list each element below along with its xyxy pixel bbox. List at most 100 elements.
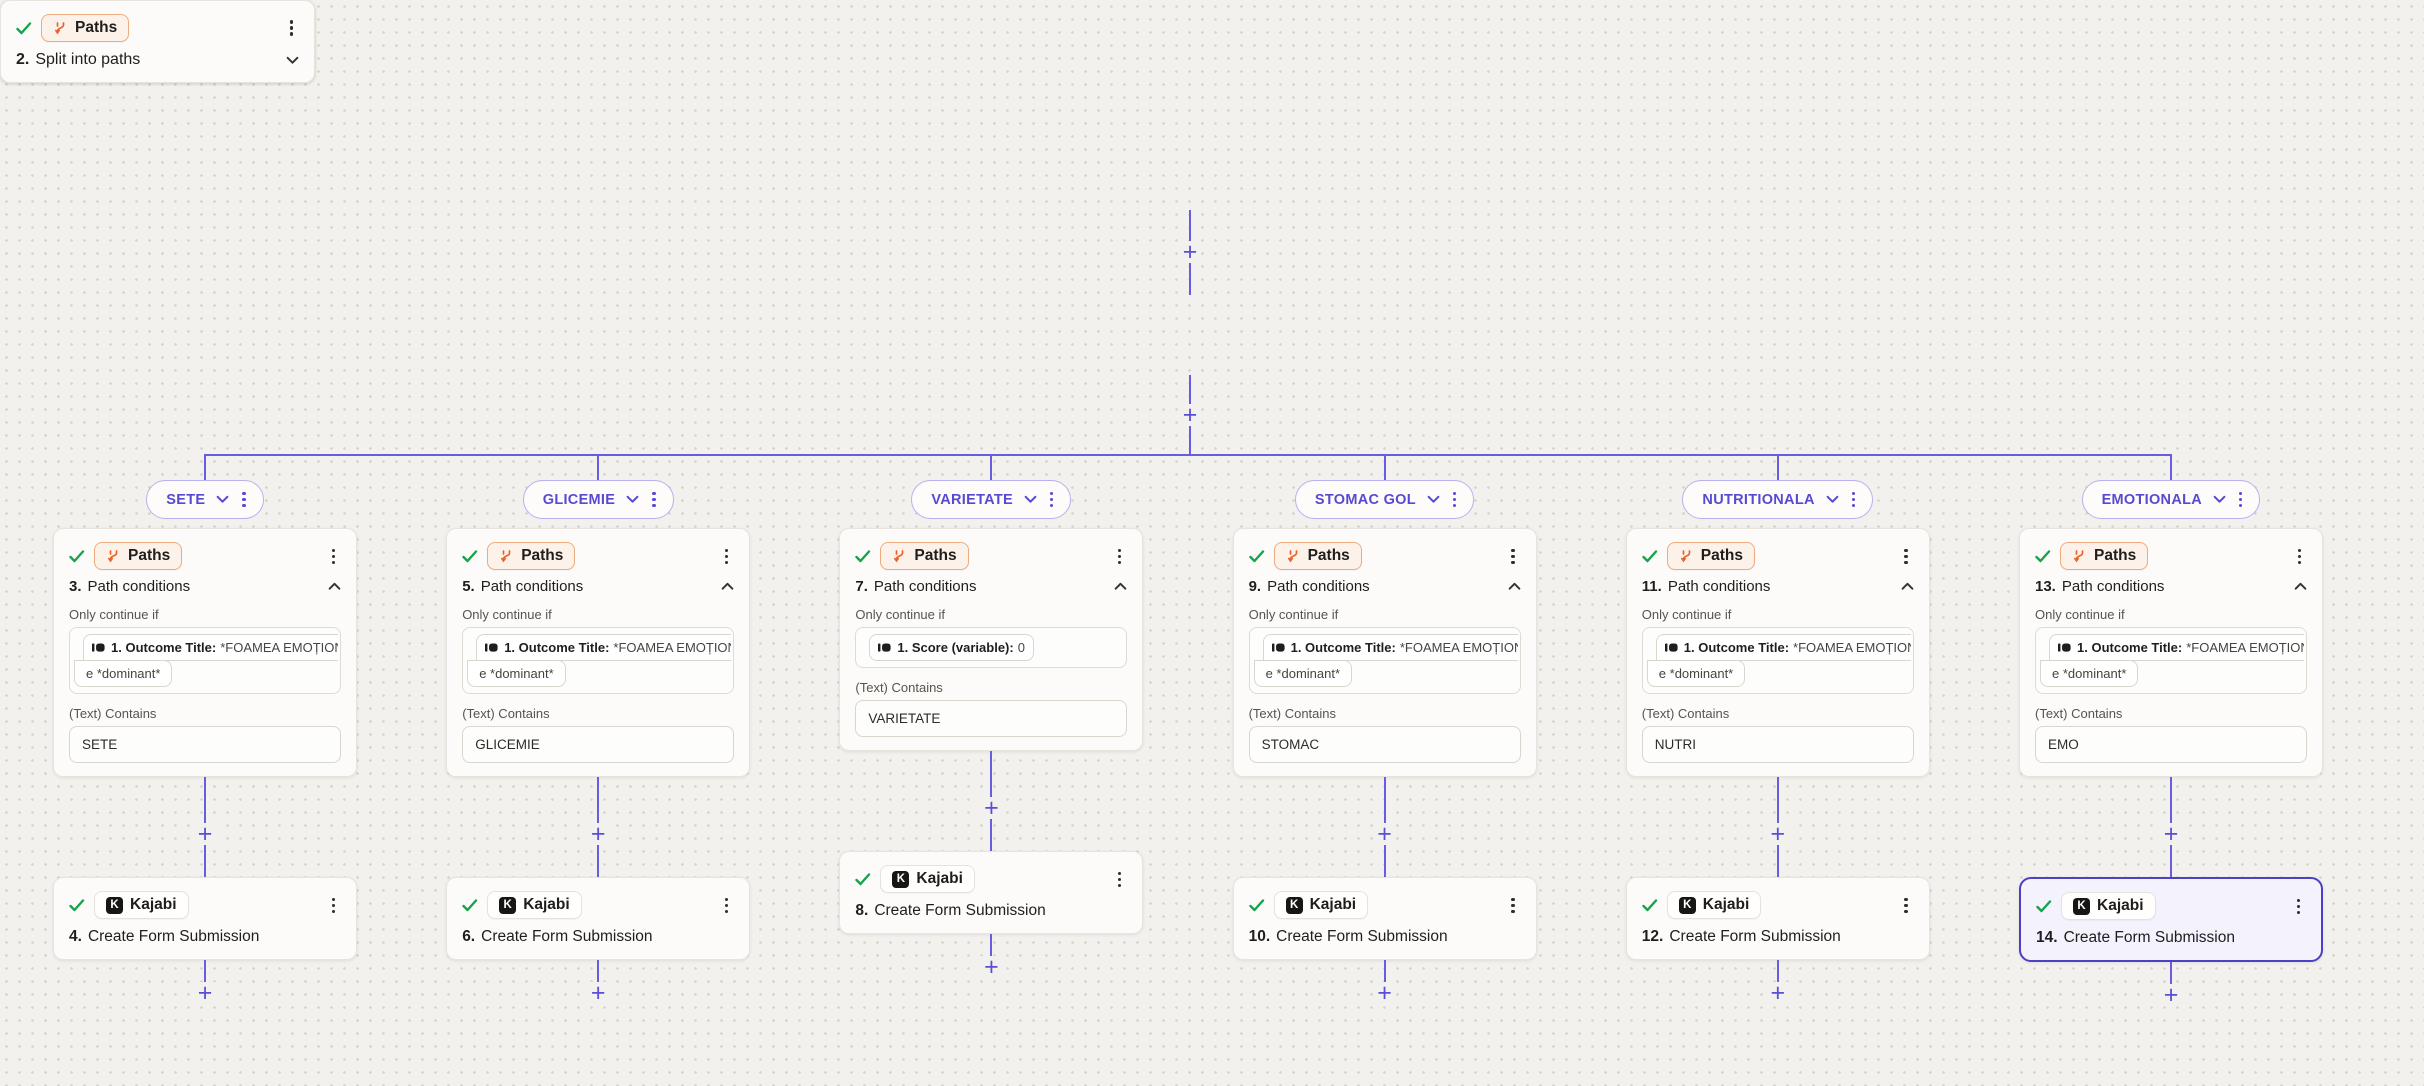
condition-field[interactable]: 1. Score (variable): 0 bbox=[855, 627, 1128, 669]
branch-menu-button[interactable] bbox=[1850, 489, 1857, 510]
add-step-button[interactable]: + bbox=[1766, 980, 1789, 1005]
split-node-header: Paths bbox=[16, 14, 299, 42]
chevron-up-icon[interactable] bbox=[1901, 582, 1914, 591]
branch-label-pill[interactable]: VARIETATE bbox=[911, 480, 1072, 520]
chevron-down-icon[interactable] bbox=[2213, 495, 2226, 504]
path-conditions-node[interactable]: Paths 13. Path conditions Only continue … bbox=[2019, 528, 2323, 778]
node-menu-button[interactable] bbox=[1505, 544, 1520, 569]
node-menu-button[interactable] bbox=[2292, 544, 2307, 569]
condition-token-wrap[interactable]: e *dominant* bbox=[467, 660, 566, 688]
add-step-button[interactable]: + bbox=[194, 821, 216, 846]
add-step-button[interactable]: + bbox=[1373, 821, 1396, 846]
condition-field[interactable]: 1. Outcome Title: *FOAMEA EMOȚION...oam … bbox=[69, 627, 341, 695]
add-step-button[interactable]: + bbox=[1179, 239, 1201, 264]
condition-token[interactable]: 1. Outcome Title: *FOAMEA EMOȚION...oam bbox=[1262, 634, 1518, 662]
branch-menu-button[interactable] bbox=[650, 489, 657, 510]
contains-value-input[interactable]: VARIETATE bbox=[855, 700, 1128, 738]
add-step-button[interactable]: + bbox=[980, 795, 1003, 820]
kajabi-action-node[interactable]: K Kajabi 4. Create Form Submission bbox=[53, 877, 357, 961]
node-menu-button[interactable] bbox=[326, 893, 341, 918]
add-step-button[interactable]: + bbox=[587, 980, 610, 1005]
branch-label-pill[interactable]: EMOTIONALA bbox=[2081, 480, 2261, 520]
condition-token[interactable]: 1. Outcome Title: *FOAMEA EMOȚION...oam bbox=[83, 634, 338, 662]
condition-field[interactable]: 1. Outcome Title: *FOAMEA EMOȚION...oam … bbox=[462, 627, 735, 695]
node-menu-button[interactable] bbox=[1112, 544, 1127, 569]
add-step-button[interactable]: + bbox=[194, 980, 216, 1005]
branch-label-pill[interactable]: STOMAC GOL bbox=[1294, 480, 1475, 520]
node-menu-button[interactable] bbox=[719, 893, 734, 918]
action-node-title: 10. Create Form Submission bbox=[1249, 928, 1521, 946]
condition-token-wrap[interactable]: e *dominant* bbox=[2040, 660, 2139, 688]
add-step-button[interactable]: + bbox=[587, 821, 610, 846]
path-conditions-node[interactable]: Paths 7. Path conditions Only continue i… bbox=[839, 528, 1144, 752]
branch-label-pill[interactable]: GLICEMIE bbox=[522, 480, 674, 520]
contains-value-input[interactable]: STOMAC bbox=[1248, 726, 1521, 764]
chevron-down-icon[interactable] bbox=[1427, 495, 1440, 504]
kajabi-action-node[interactable]: K Kajabi 6. Create Form Submission bbox=[446, 877, 751, 961]
chevron-down-icon[interactable] bbox=[1826, 495, 1839, 504]
contains-value-input[interactable]: NUTRI bbox=[1641, 726, 1914, 764]
chevron-up-icon[interactable] bbox=[721, 582, 734, 591]
contains-value-input[interactable]: GLICEMIE bbox=[462, 726, 735, 764]
kajabi-app-badge: K Kajabi bbox=[487, 891, 582, 920]
node-menu-button[interactable] bbox=[284, 15, 299, 40]
split-paths-node[interactable]: Paths 2. Split into paths bbox=[0, 0, 315, 83]
collapse-chevron-down-icon[interactable] bbox=[286, 56, 299, 65]
path-conditions-node[interactable]: Paths 9. Path conditions Only continue i… bbox=[1232, 528, 1537, 778]
branch-menu-button[interactable] bbox=[240, 489, 247, 510]
condition-token[interactable]: 1. Outcome Title: *FOAMEA EMOȚION...oam bbox=[476, 634, 732, 662]
condition-token-wrap[interactable]: e *dominant* bbox=[74, 660, 173, 688]
branch-menu-button[interactable] bbox=[1451, 489, 1458, 510]
only-continue-label: Only continue if bbox=[462, 607, 552, 623]
condition-field-value: *FOAMEA EMOȚION...oam bbox=[1793, 640, 1911, 656]
contains-value-input[interactable]: EMO bbox=[2035, 726, 2307, 764]
kajabi-action-node[interactable]: K Kajabi 8. Create Form Submission bbox=[839, 851, 1144, 935]
add-step-button[interactable]: + bbox=[1766, 821, 1789, 846]
branch-label-pill[interactable]: SETE bbox=[146, 480, 264, 520]
branch-label: SETE bbox=[166, 491, 206, 508]
chevron-up-icon[interactable] bbox=[1114, 582, 1127, 591]
branch-label-pill[interactable]: NUTRITIONALA bbox=[1682, 480, 1874, 520]
path-conditions-node[interactable]: Paths 5. Path conditions Only continue i… bbox=[446, 528, 751, 778]
condition-token-wrap[interactable]: e *dominant* bbox=[1253, 660, 1353, 688]
action-node-header: K Kajabi bbox=[855, 865, 1127, 894]
add-step-button[interactable]: + bbox=[1373, 980, 1396, 1005]
node-menu-button[interactable] bbox=[1898, 544, 1913, 569]
branch-menu-button[interactable] bbox=[2237, 489, 2244, 510]
kajabi-action-node[interactable]: K Kajabi 14. Create Form Submission bbox=[2019, 877, 2323, 963]
path-conditions-node[interactable]: Paths 11. Path conditions Only continue … bbox=[1625, 528, 1930, 778]
node-menu-button[interactable] bbox=[1898, 893, 1913, 918]
typeform-icon bbox=[878, 643, 891, 652]
chevron-up-icon[interactable] bbox=[2294, 582, 2307, 591]
add-step-button[interactable]: + bbox=[2160, 821, 2182, 846]
kajabi-action-node[interactable]: K Kajabi 12. Create Form Submission bbox=[1625, 877, 1930, 961]
path-conditions-node[interactable]: Paths 3. Path conditions Only continue i… bbox=[53, 528, 357, 778]
add-step-button[interactable]: + bbox=[980, 954, 1003, 979]
branch-pill-row: GLICEMIE bbox=[446, 480, 750, 520]
condition-field[interactable]: 1. Outcome Title: *FOAMEA EMOȚION...oam … bbox=[1641, 627, 1914, 695]
kajabi-action-node[interactable]: K Kajabi 10. Create Form Submission bbox=[1232, 877, 1537, 961]
cond-node-header: Paths bbox=[1642, 542, 1914, 571]
condition-token[interactable]: 1. Outcome Title: *FOAMEA EMOȚION...oam bbox=[2049, 634, 2304, 662]
branch-menu-button[interactable] bbox=[1048, 489, 1055, 510]
chevron-down-icon[interactable] bbox=[626, 495, 639, 504]
node-menu-button[interactable] bbox=[1112, 867, 1127, 892]
chevron-down-icon[interactable] bbox=[1024, 495, 1037, 504]
condition-token-wrap[interactable]: e *dominant* bbox=[1646, 660, 1746, 688]
add-step-button[interactable]: + bbox=[1179, 402, 1201, 427]
condition-field[interactable]: 1. Outcome Title: *FOAMEA EMOȚION...oam … bbox=[1248, 627, 1521, 695]
node-menu-button[interactable] bbox=[326, 544, 341, 569]
add-step-button[interactable]: + bbox=[2160, 982, 2182, 1007]
chevron-up-icon[interactable] bbox=[1508, 582, 1521, 591]
chevron-up-icon[interactable] bbox=[328, 582, 341, 591]
condition-token[interactable]: 1. Outcome Title: *FOAMEA EMOȚION...oam bbox=[1655, 634, 1911, 662]
chevron-down-icon[interactable] bbox=[216, 495, 229, 504]
connector-line bbox=[1383, 456, 1386, 480]
condition-field[interactable]: 1. Outcome Title: *FOAMEA EMOȚION...oam … bbox=[2035, 627, 2307, 695]
node-menu-button[interactable] bbox=[1505, 893, 1520, 918]
node-menu-button[interactable] bbox=[2291, 894, 2306, 919]
contains-value-input[interactable]: SETE bbox=[69, 726, 341, 764]
condition-token[interactable]: 1. Score (variable): 0 bbox=[869, 634, 1034, 662]
node-menu-button[interactable] bbox=[719, 544, 734, 569]
step-title: Create Form Submission bbox=[1669, 928, 1841, 946]
